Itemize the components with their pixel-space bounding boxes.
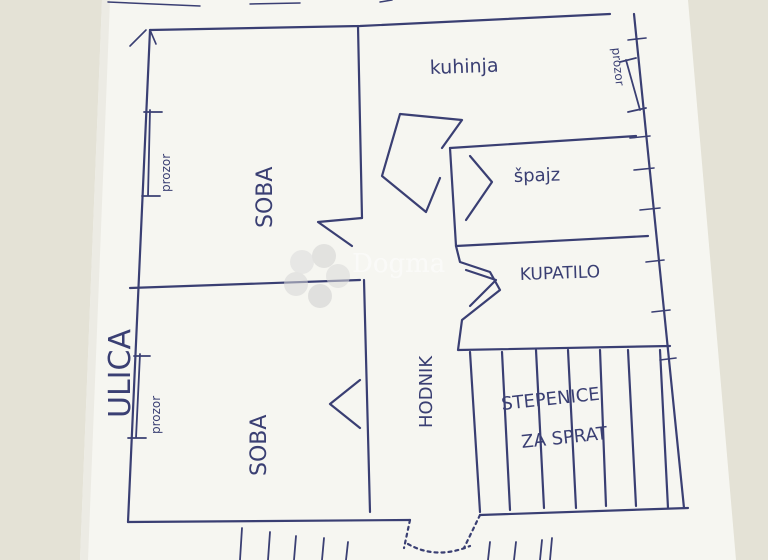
watermark-petal-icon bbox=[284, 272, 308, 296]
label-window-top-right: prozor bbox=[609, 47, 627, 87]
watermark-petal-icon bbox=[290, 250, 314, 274]
label-kitchen: kuhinja bbox=[429, 55, 498, 79]
stair-line-2 bbox=[500, 350, 512, 512]
door-swing-bathroom bbox=[464, 268, 498, 308]
right-wall-ticks bbox=[627, 37, 677, 361]
label-street: ULICA bbox=[103, 329, 138, 418]
top-scribble bbox=[107, 0, 393, 7]
room-bottom-right-wall bbox=[362, 278, 372, 514]
door-swing-room-bottom bbox=[328, 378, 362, 430]
paper-edge-shadow bbox=[80, 0, 110, 560]
entrance-door-left bbox=[402, 518, 412, 550]
label-bathroom: KUPATILO bbox=[519, 262, 600, 285]
watermark-petal-icon bbox=[326, 264, 350, 288]
stair-line-5 bbox=[598, 348, 608, 508]
watermark-petal-icon bbox=[312, 244, 336, 268]
stair-line-1 bbox=[468, 350, 482, 514]
paper-sheet bbox=[80, 0, 736, 560]
bottom-wall-left bbox=[126, 518, 412, 524]
stair-line-7 bbox=[658, 348, 670, 510]
street-ticks-left bbox=[239, 527, 349, 560]
top-wall bbox=[148, 12, 612, 32]
label-hallway: HODNIK bbox=[416, 355, 437, 428]
watermark-petal-icon bbox=[308, 284, 332, 308]
watermark: Dogma bbox=[284, 244, 445, 308]
stair-line-4 bbox=[566, 348, 578, 510]
entrance-door-arc bbox=[406, 542, 472, 554]
stair-line-3 bbox=[534, 348, 546, 510]
door-swing-kitchen bbox=[380, 112, 464, 214]
label-room-bottom: SOBA bbox=[247, 415, 272, 476]
bottom-wall-right bbox=[478, 506, 690, 517]
entrance-door-right bbox=[462, 513, 482, 550]
watermark-brand: Dogma bbox=[352, 249, 445, 279]
bathroom-walls bbox=[454, 244, 672, 352]
street-ticks-right bbox=[487, 537, 553, 560]
label-window-bottom-left: prozor bbox=[149, 396, 163, 434]
label-window-top-left: prozor bbox=[159, 154, 173, 192]
window-mark-top-left bbox=[141, 109, 163, 197]
door-swing-pantry bbox=[464, 154, 494, 222]
label-pantry: špajz bbox=[513, 164, 560, 187]
window-mark-top-right bbox=[619, 57, 647, 113]
window-mark-bottom-left bbox=[127, 353, 151, 439]
door-swing-room-top bbox=[316, 216, 364, 248]
left-wall-corner bbox=[129, 29, 157, 47]
stair-line-6 bbox=[626, 348, 638, 508]
room-divider bbox=[128, 278, 362, 290]
room-top-right-wall bbox=[356, 24, 364, 220]
kitchen-bottom-wall bbox=[448, 134, 638, 150]
wall-lines bbox=[107, 0, 690, 560]
label-room-top: SOBA bbox=[253, 167, 278, 228]
